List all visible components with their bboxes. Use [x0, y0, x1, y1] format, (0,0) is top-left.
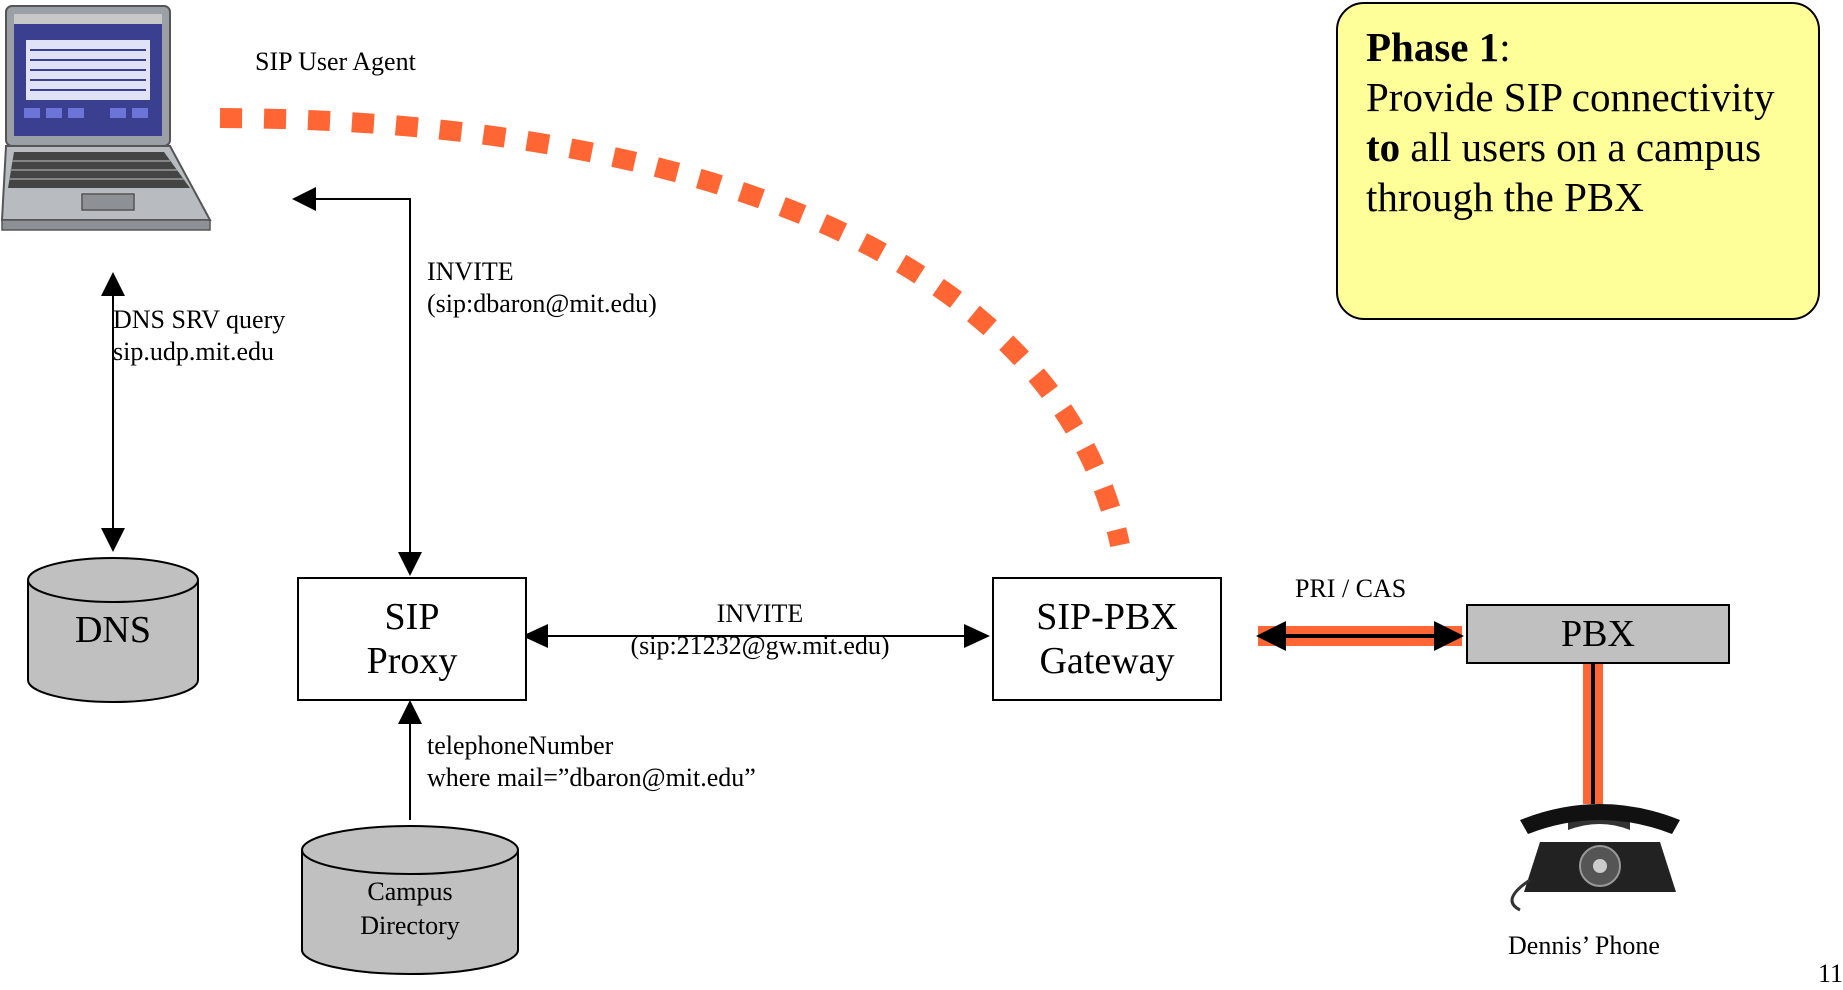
sip-proxy-node: SIP Proxy	[297, 577, 527, 701]
callout-emphasis: to	[1366, 124, 1401, 170]
sip-pbx-gateway-node: SIP-PBX Gateway	[992, 577, 1222, 701]
phase-title: Phase 1	[1366, 24, 1500, 70]
laptop-icon	[0, 5, 212, 231]
trunk-arrowhead-left	[1256, 621, 1286, 651]
gateway-label-1: SIP-PBX	[1036, 596, 1178, 638]
invite-top-uri: (sip:dbaron@mit.edu)	[427, 289, 657, 318]
gateway-label-2: Gateway	[1039, 640, 1175, 682]
phone-label: Dennis’ Phone	[1508, 931, 1660, 960]
pbx-node: PBX	[1466, 604, 1730, 664]
invite-top-text: INVITE	[427, 257, 514, 286]
directory-arrowhead-up	[398, 700, 422, 724]
dns-label: DNS	[74, 609, 152, 651]
proxy-arrowhead-left	[292, 187, 316, 211]
directory-label-2: Directory	[360, 911, 460, 940]
dns-query-host: sip.udp.mit.edu	[113, 337, 275, 366]
pbx-label: PBX	[1561, 613, 1635, 655]
sip-proxy-label-1: SIP	[384, 596, 440, 638]
phase-colon: :	[1499, 24, 1511, 70]
dns-query-label: DNS SRV query sip.udp.mit.edu	[113, 304, 285, 368]
callout-text-1: Provide SIP connectivity	[1366, 74, 1775, 120]
invite-mid-text: INVITE	[716, 599, 804, 628]
telephone-icon	[1510, 804, 1680, 912]
dns-database	[27, 557, 199, 703]
sip-user-agent-label: SIP User Agent	[255, 47, 416, 76]
campus-directory-database	[301, 825, 519, 975]
page-number: 11	[1818, 959, 1843, 988]
gw-arrowhead-right	[964, 624, 990, 648]
invite-top-label: INVITE (sip:dbaron@mit.edu)	[427, 256, 657, 320]
directory-query-filter: where mail=”dbaron@mit.edu”	[427, 763, 756, 792]
invite-mid-label: INVITE (sip:21232@gw.mit.edu)	[560, 598, 960, 662]
sip-session-arc	[219, 108, 1130, 548]
phase-callout: Phase 1: Provide SIP connectivity to all…	[1336, 2, 1820, 320]
proxy-arrowhead-down	[398, 552, 422, 576]
trunk-arrowhead-right	[1434, 621, 1464, 651]
directory-query-label: telephoneNumber where mail=”dbaron@mit.e…	[427, 730, 756, 794]
invite-user-proxy-arrow	[300, 198, 411, 572]
campus-directory-label: Campus Directory	[302, 875, 518, 943]
dns-arrowhead-up	[101, 272, 125, 296]
gw-arrowhead-left	[522, 624, 548, 648]
directory-label-1: Campus	[367, 877, 453, 906]
callout-text-2: all users on a campus through the PBX	[1366, 124, 1762, 220]
sip-proxy-label-2: Proxy	[366, 640, 458, 682]
dns-arrowhead-down	[101, 528, 125, 552]
invite-mid-uri: (sip:21232@gw.mit.edu)	[630, 631, 890, 660]
dns-query-text: DNS SRV query	[113, 305, 286, 334]
pri-cas-label: PRI / CAS	[1295, 574, 1407, 603]
directory-query-attr: telephoneNumber	[427, 731, 614, 760]
